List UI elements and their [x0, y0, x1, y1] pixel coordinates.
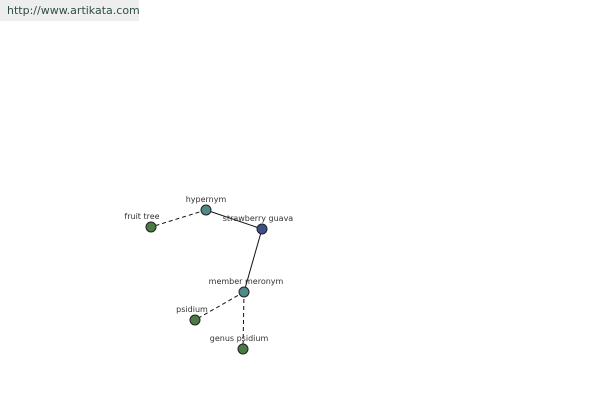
node-label-hypernym[interactable]: hypernym: [186, 195, 227, 204]
node-member-meronym[interactable]: member meronym: [209, 277, 284, 298]
node-hypernym[interactable]: hypernym: [186, 195, 227, 216]
edges-layer: [150, 209, 263, 350]
edge-hypernym-to-fruit-tree: [150, 209, 207, 228]
node-dot-hypernym[interactable]: [200, 204, 212, 216]
node-dot-fruit-tree[interactable]: [145, 221, 157, 233]
node-label-member-meronym[interactable]: member meronym: [209, 277, 284, 286]
node-fruit-tree[interactable]: fruit tree: [124, 212, 160, 233]
node-label-psidium[interactable]: psidium: [176, 305, 208, 314]
site-url-link[interactable]: http://www.artikata.com: [0, 0, 140, 21]
node-strawberry-guava[interactable]: strawberry guava: [223, 214, 294, 235]
node-label-fruit-tree[interactable]: fruit tree: [124, 212, 159, 221]
node-dot-strawberry-guava[interactable]: [256, 223, 268, 235]
nodes-layer: strawberry guava hypernym fruit tree member…: [124, 195, 294, 355]
edge-hypernym-to-strawberry-guava: [205, 209, 263, 230]
node-dot-psidium[interactable]: [189, 314, 201, 326]
node-psidium[interactable]: psidium: [176, 305, 208, 326]
edge-member-meronym-to-genus-psidium: [242, 291, 245, 350]
edge-strawberry-guava-to-member-meronym: [243, 228, 263, 293]
edge-member-meronym-to-psidium: [194, 291, 245, 321]
node-label-genus-psidium[interactable]: genus psidium: [210, 334, 269, 343]
node-dot-genus-psidium[interactable]: [237, 343, 249, 355]
node-genus-psidium[interactable]: genus psidium: [210, 334, 269, 355]
node-label-strawberry-guava[interactable]: strawberry guava: [223, 214, 294, 223]
node-dot-member-meronym[interactable]: [238, 286, 250, 298]
